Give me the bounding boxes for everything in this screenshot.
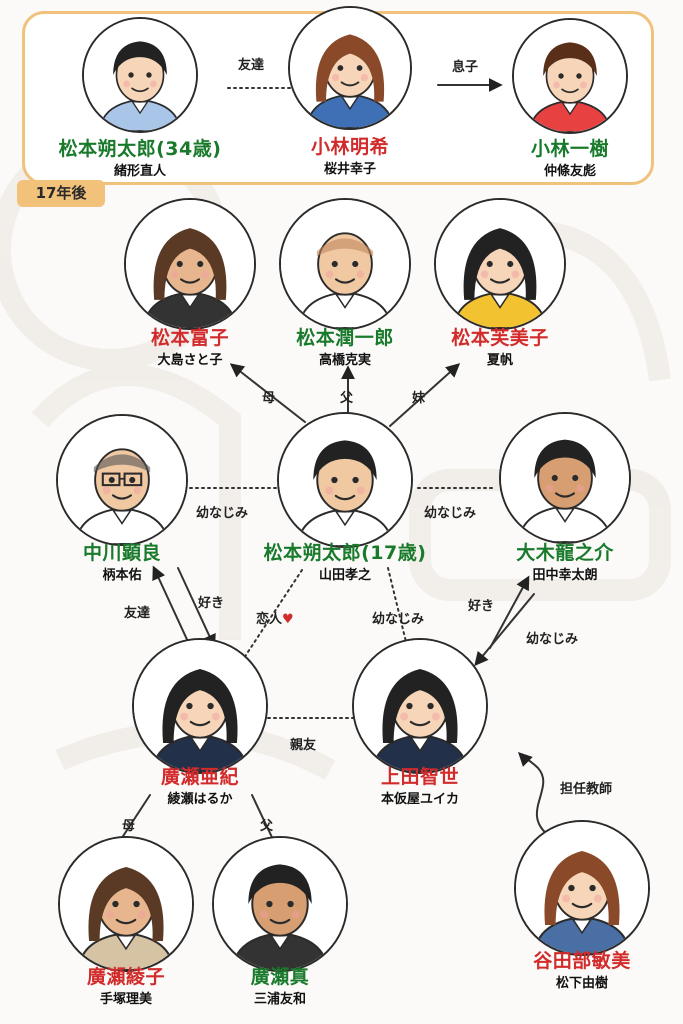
actor-name: 大島さと子 xyxy=(157,353,223,368)
character-name: 松本朔太郎(34歳) xyxy=(58,138,222,160)
avatar xyxy=(124,198,256,330)
character-name: 廣瀬亜紀 xyxy=(160,766,239,788)
rel-mother: 母 xyxy=(262,391,276,406)
actor-name: 三浦友和 xyxy=(253,992,306,1007)
avatar xyxy=(512,18,628,134)
rel-aki-father: 父 xyxy=(260,819,274,834)
avatar xyxy=(514,820,650,956)
line-osananajimi-ryu xyxy=(474,593,535,667)
avatar xyxy=(434,198,566,330)
character-name: 小林一樹 xyxy=(530,138,609,160)
heart-icon: ♥ xyxy=(282,612,294,627)
line-like-left xyxy=(177,567,216,649)
rel-teacher: 担任教師 xyxy=(560,782,613,797)
future-label: 17年後 xyxy=(17,180,105,207)
line-osananajimi-tomoyo xyxy=(387,567,409,651)
character-name: 松本朔太郎(17歳) xyxy=(263,542,427,564)
rel-osananajimi-left: 幼なじみ xyxy=(196,506,249,521)
rel-lovers: 恋人♥ xyxy=(256,612,294,627)
avatar xyxy=(279,198,411,330)
line-like-right xyxy=(489,575,530,649)
rel-friends-34: 友達 xyxy=(238,58,265,73)
rel-best-friend: 親友 xyxy=(290,738,317,753)
actor-name: 田中幸太朗 xyxy=(532,568,598,583)
line-friends-left xyxy=(152,565,191,647)
rel-friends-left: 友達 xyxy=(124,606,151,621)
rel-aki-mother: 母 xyxy=(122,819,136,834)
line-teacher xyxy=(518,752,549,836)
actor-name: 夏帆 xyxy=(486,353,513,368)
actor-name: 柄本佑 xyxy=(102,568,142,583)
actor-name: 緒形直人 xyxy=(113,164,166,179)
avatar xyxy=(56,414,188,546)
avatar xyxy=(288,6,412,130)
rel-osananajimi-tomoyo: 幼なじみ xyxy=(372,612,425,627)
character-name: 大木龍之介 xyxy=(516,542,614,564)
rel-son: 息子 xyxy=(452,60,479,75)
line-lovers xyxy=(239,569,303,665)
avatar xyxy=(499,412,631,544)
character-name: 松本潤一郎 xyxy=(296,327,394,349)
character-name: 松本芙美子 xyxy=(451,327,549,349)
character-name: 廣瀬真 xyxy=(250,966,310,988)
avatar xyxy=(352,638,488,774)
line-mother xyxy=(229,363,306,423)
rel-osananajimi-right: 幼なじみ xyxy=(424,506,477,521)
actor-name: 松下由樹 xyxy=(555,976,608,991)
character-name: 松本富子 xyxy=(150,327,229,349)
character-name: 小林明希 xyxy=(310,136,389,158)
line-sister xyxy=(389,363,461,427)
rel-like-right: 好き xyxy=(468,599,495,614)
rel-father: 父 xyxy=(340,391,354,406)
avatar xyxy=(82,17,198,133)
actor-name: 本仮屋ユイカ xyxy=(380,792,459,807)
actor-name: 桜井幸子 xyxy=(323,162,376,177)
actor-name: 綾瀬はるか xyxy=(167,792,233,807)
actor-name: 山田孝之 xyxy=(318,568,371,583)
avatar xyxy=(277,412,413,548)
rel-sister: 妹 xyxy=(412,391,426,406)
actor-name: 手塚理美 xyxy=(99,992,152,1007)
character-name: 中川顕良 xyxy=(82,542,161,564)
rel-osananajimi-ryu: 幼なじみ xyxy=(526,632,579,647)
character-name: 上田智世 xyxy=(380,766,459,788)
character-name: 廣瀬綾子 xyxy=(86,966,165,988)
actor-name: 高橋克実 xyxy=(318,353,371,368)
avatar xyxy=(212,836,348,972)
character-name: 谷田部敏美 xyxy=(533,950,631,972)
avatar xyxy=(132,638,268,774)
rel-like-left: 好き xyxy=(198,596,225,611)
actor-name: 仲條友彪 xyxy=(543,164,596,179)
avatar xyxy=(58,836,194,972)
